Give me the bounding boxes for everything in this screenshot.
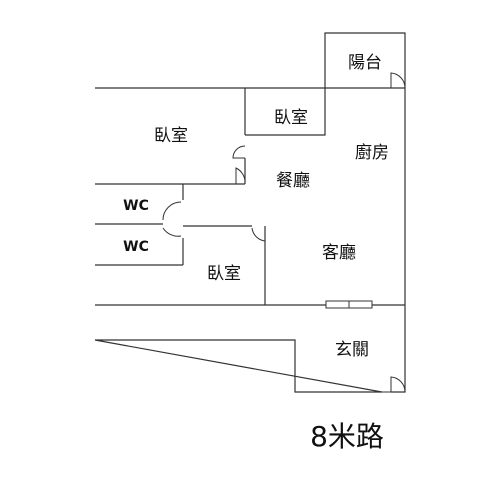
balcony-door — [390, 72, 406, 89]
small-bedroom-wall — [244, 88, 326, 184]
room-kitchen: 廚房 — [355, 142, 389, 163]
bottom-bedroom-door — [251, 226, 266, 242]
road-label: 8米路 — [310, 420, 384, 453]
doors — [162, 72, 406, 393]
room-balcony: 陽台 — [348, 53, 382, 73]
entrance-door — [382, 376, 406, 393]
window — [325, 300, 373, 309]
room-bedroom-small: 臥室 — [274, 108, 308, 128]
room-living: 客廳 — [322, 243, 356, 263]
room-bedroom-bottom: 臥室 — [207, 264, 241, 284]
room-dining: 餐廳 — [276, 171, 310, 191]
room-entrance: 玄關 — [335, 340, 369, 360]
wc-door — [162, 201, 182, 237]
small-bedroom-door — [232, 145, 246, 159]
top-bedroom-door — [235, 167, 246, 185]
room-wc-lower: WC — [123, 239, 149, 255]
outer-wall — [94, 32, 406, 393]
room-wc-upper: WC — [123, 198, 149, 214]
walls — [94, 32, 406, 393]
room-bedroom-top-left: 臥室 — [154, 126, 188, 146]
